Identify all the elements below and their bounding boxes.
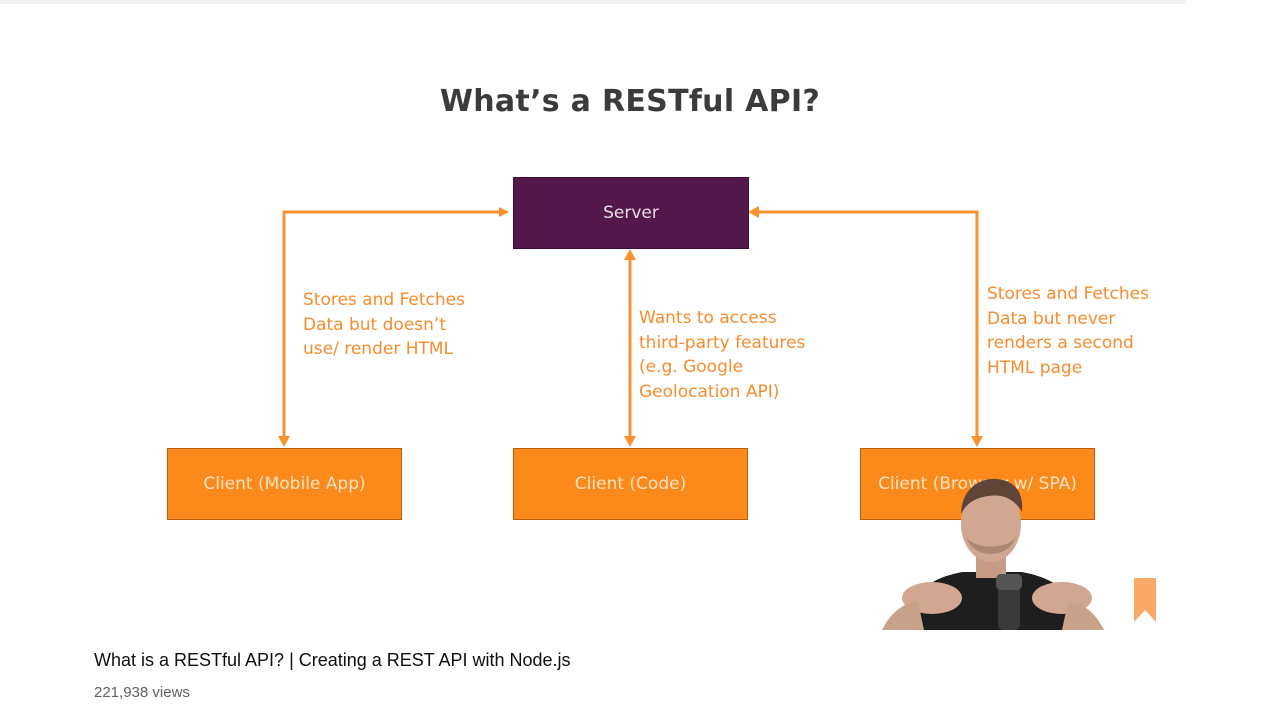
arrowhead-server-right <box>748 206 759 218</box>
presenter-webcam <box>862 470 1124 630</box>
note-mobile: Stores and Fetches Data but doesn’t use/… <box>303 290 465 359</box>
client-mobile-box: Client (Mobile App) <box>167 448 402 520</box>
client-code-box: Client (Code) <box>513 448 748 520</box>
presenter-figure <box>882 478 1104 630</box>
slide-title: What’s a RESTful API? <box>439 84 821 119</box>
video-player[interactable]: What’s a RESTful API? Server Client (Mob… <box>0 4 1186 630</box>
video-title[interactable]: What is a RESTful API? | Creating a REST… <box>94 650 571 670</box>
arrowhead-mobile <box>278 436 290 447</box>
note-code: Wants to access third-party features (e.… <box>639 308 806 402</box>
arrowhead-code-top <box>624 249 636 260</box>
arrow-browser-server <box>757 210 979 436</box>
arrowhead-browser <box>971 436 983 447</box>
arrowhead-code-bottom <box>624 436 636 447</box>
bookmark-icon[interactable] <box>1134 578 1156 622</box>
note-browser: Stores and Fetches Data but never render… <box>987 284 1149 378</box>
progress-track <box>0 0 1186 4</box>
arrow-mobile-server <box>282 207 509 436</box>
server-box: Server <box>513 177 749 249</box>
view-count: 221,938 views <box>94 684 190 701</box>
diagram-arrows <box>278 206 983 447</box>
